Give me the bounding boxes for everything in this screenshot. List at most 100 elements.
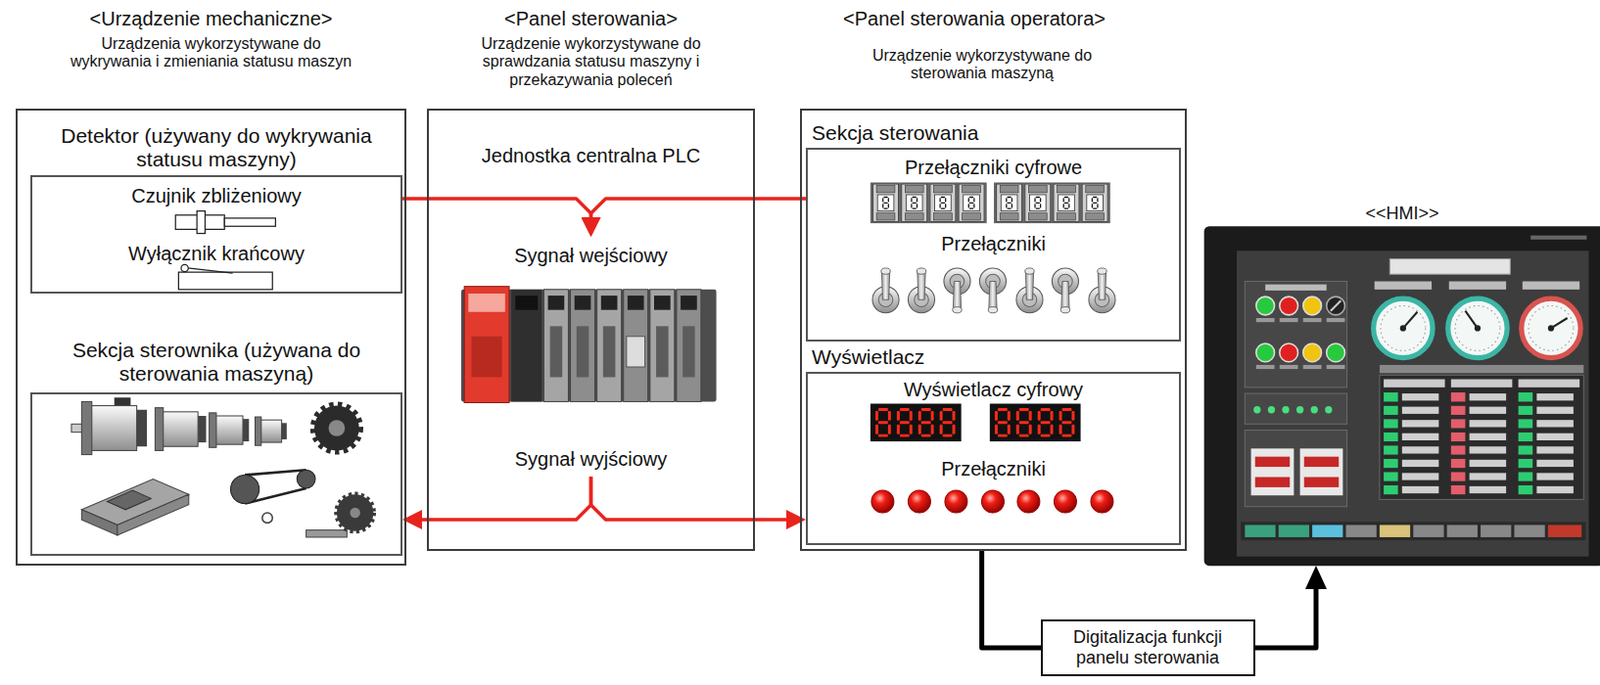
section-box: Detektor (używany do wykrywania statusu … [30, 175, 403, 294]
plc-unit [676, 289, 702, 403]
servo-motors [197, 416, 206, 443]
hmi-screen [1548, 524, 1582, 538]
hmi-screen [1255, 477, 1290, 488]
signal-arrow [591, 198, 807, 228]
digital-display [896, 408, 913, 438]
thumbwheel-switches [873, 184, 899, 223]
worm-gear [336, 494, 375, 531]
digital-display [1059, 408, 1076, 438]
hmi-screen [1251, 448, 1295, 496]
plc-unit [511, 289, 542, 403]
plc-unit [543, 289, 568, 403]
hmi-screen [1346, 524, 1377, 538]
hmi-screen [1279, 343, 1299, 363]
hmi-screen [1548, 325, 1554, 331]
gear [314, 406, 360, 452]
plc-unit [601, 295, 618, 311]
hmi-screen [1296, 406, 1304, 414]
plc-unit [461, 286, 717, 404]
proximity-sensor [224, 218, 276, 227]
plc-unit [650, 289, 675, 403]
hmi-screen [1449, 282, 1506, 290]
hmi-screen [1236, 250, 1590, 558]
hmi-screen [1330, 300, 1341, 311]
hmi-screen [1412, 524, 1444, 538]
linear-stage [106, 490, 151, 511]
section-box: WyświetlaczWyświetlacz cyfrowyPrzełączni… [805, 372, 1181, 546]
digital-display [1037, 408, 1054, 438]
hmi-screen [1400, 325, 1407, 331]
servo-motors [209, 413, 217, 448]
hmi-screen [1518, 379, 1581, 388]
indicator-lamps [871, 490, 1114, 514]
servo-motors [154, 408, 163, 452]
thumbwheel-switches [901, 184, 928, 223]
gear [329, 420, 346, 437]
plc-unit [680, 295, 698, 311]
worm-gear [306, 530, 348, 538]
servo-motors [242, 419, 249, 442]
hmi-screen [1474, 325, 1481, 331]
digital-display [870, 404, 1082, 443]
hmi-screen [1303, 296, 1322, 316]
hmi-screen [1256, 365, 1275, 370]
linear-stage [81, 510, 117, 536]
hmi-screen [1326, 365, 1346, 370]
hmi-screen [1389, 259, 1510, 276]
toggle-switches [979, 268, 1006, 314]
signal-arrow [412, 476, 592, 520]
box-label: Wyświetlacz cyfrowy [813, 378, 1174, 402]
belt-drive [231, 470, 316, 523]
hmi-screen [1480, 524, 1511, 538]
servo-motors [259, 420, 283, 443]
indicator-lamps [944, 490, 968, 514]
box-label: Sygnał wejściowy [434, 244, 748, 268]
gear [314, 406, 360, 452]
linear-stage [81, 479, 189, 536]
worm-gear [306, 494, 375, 538]
hmi-screen [1379, 365, 1584, 374]
toggle-switches [872, 268, 1116, 314]
digital-display [989, 404, 1082, 443]
panel-box: <Panel sterowania>Urządzenie wykorzystyw… [426, 108, 755, 552]
hmi-screen [1303, 318, 1322, 323]
thumbwheel-switches [930, 184, 956, 223]
hmi-screen [1521, 298, 1581, 358]
servo-motors [161, 412, 199, 447]
servo-motors [90, 406, 138, 452]
limit-switch [178, 272, 273, 290]
belt-drive [231, 474, 260, 504]
thumbwheel-switches [870, 182, 1111, 224]
hmi-screen [1244, 393, 1347, 424]
section-box: Sekcja sterownika (używana do sterowania… [30, 392, 403, 557]
box-label: Przełączniki cyfrowe [813, 156, 1174, 180]
hmi-screen [1326, 296, 1346, 316]
box-label: Przełączniki [813, 233, 1174, 256]
proximity-sensor [196, 211, 205, 235]
hmi-screen [1256, 318, 1275, 323]
hmi-screen [1256, 296, 1275, 316]
panel-box: <Urządzenie mechaniczne>Urządzenia wykor… [15, 108, 407, 566]
box-label: Urządzenie wykorzystywane do sprawdzania… [463, 35, 720, 90]
hmi-screen [1464, 311, 1478, 330]
toggle-switches [907, 268, 935, 314]
indicator-lamps [1090, 490, 1114, 514]
hmi-screen [1304, 457, 1339, 468]
indicator-lamps [871, 490, 895, 514]
thumbwheel-switches [1082, 184, 1108, 223]
toggle-switches [943, 268, 971, 314]
plc-unit [515, 295, 538, 311]
hmi-screen [1244, 282, 1347, 388]
hmi-screen [1279, 296, 1299, 316]
box-heading: <Urządzenie mechaniczne> [25, 7, 398, 31]
hmi-screen [1451, 379, 1513, 388]
hmi-screen [1374, 282, 1432, 290]
plc-unit [548, 295, 565, 311]
box-heading: Wyświetlacz [811, 345, 1106, 370]
hmi-screen [1383, 419, 1574, 428]
hmi-screen [1240, 521, 1586, 541]
digital-display [918, 408, 935, 438]
hmi-screen [1380, 306, 1426, 352]
box-heading: Detektor (używany do wykrywania statusu … [59, 124, 374, 172]
indicator-lamps [907, 490, 931, 514]
